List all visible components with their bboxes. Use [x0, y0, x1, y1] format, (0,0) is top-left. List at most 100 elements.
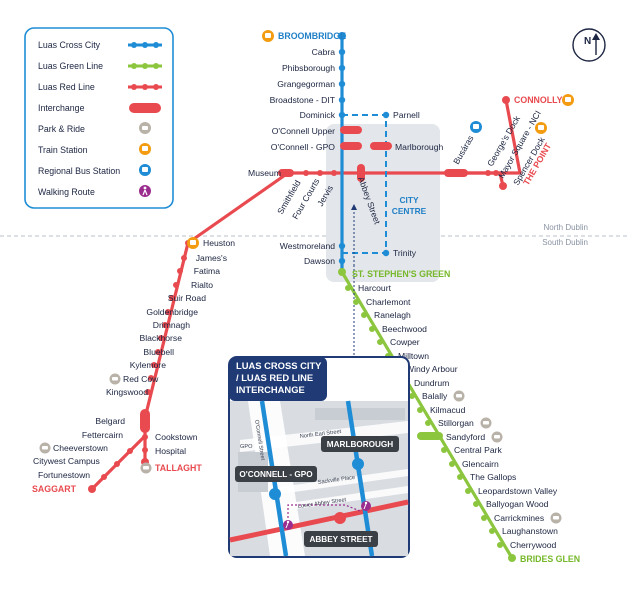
stop-suir-road[interactable]: Suir Road	[168, 293, 206, 303]
stop-milltown[interactable]: Milltown	[398, 351, 429, 361]
train-icon	[187, 237, 199, 249]
stop-glencairn[interactable]: Glencairn	[462, 459, 499, 469]
interchange-inset: LUAS CROSS CITY / LUAS RED LINE INTERCHA…	[228, 356, 410, 558]
stop-dundrum[interactable]: Dundrum	[414, 378, 449, 388]
stop-sandyford[interactable]: Sandyford	[446, 432, 485, 442]
stop-cheeverstown[interactable]: Cheeverstown	[53, 443, 108, 453]
bus-icon	[470, 121, 482, 133]
stop-fortunestown[interactable]: Fortunestown	[38, 470, 90, 480]
cross-city-northbound	[342, 114, 387, 254]
stop-windy-arbour[interactable]: Windy Arbour	[406, 364, 458, 374]
stop-harcourt[interactable]: Harcourt	[358, 283, 392, 293]
stop-leopardstown-valley[interactable]: Leopardstown Valley	[478, 486, 558, 496]
inset-title-1: LUAS CROSS CITY	[236, 360, 322, 371]
stop-grangegorman[interactable]: Grangegorman	[277, 79, 335, 89]
stop-bluebell[interactable]: Bluebell	[143, 347, 174, 357]
stop-goldenbridge[interactable]: Goldenbridge	[146, 307, 198, 317]
stop-fettercairn[interactable]: Fettercairn	[82, 430, 123, 440]
stop-dominick[interactable]: Dominick	[300, 110, 336, 120]
stop-cabra[interactable]: Cabra	[312, 47, 336, 57]
legend-label-park-ride: Park & Ride	[38, 124, 85, 134]
stop-brides-glen[interactable]: BRIDES GLEN	[520, 554, 580, 564]
stop-central-park[interactable]: Central Park	[454, 445, 502, 455]
stop-heuston[interactable]: Heuston	[203, 238, 235, 248]
stop-ranelagh[interactable]: Ranelagh	[374, 310, 411, 320]
stop-cookstown[interactable]: Cookstown	[155, 432, 198, 442]
stop-charlemont[interactable]: Charlemont	[366, 297, 411, 307]
legend: Luas Cross City Luas Green Line Luas Red…	[24, 27, 174, 209]
stop-red-cow[interactable]: Red Cow	[123, 374, 159, 384]
stop-drimnagh[interactable]: Drimnagh	[153, 320, 190, 330]
walk-icon	[139, 185, 151, 197]
car-icon	[109, 373, 121, 385]
stop-belgard[interactable]: Belgard	[95, 416, 125, 426]
green-line-labels: Harcourt Charlemont Ranelagh Beechwood C…	[358, 283, 558, 550]
north-dublin-label: North Dublin	[544, 223, 588, 232]
stop-tallaght[interactable]: TALLAGHT	[155, 463, 202, 473]
stop-citywest[interactable]: Citywest Campus	[33, 456, 100, 466]
car-icon	[139, 122, 151, 134]
stop-kylemore[interactable]: Kylemore	[130, 360, 167, 370]
stop-museum[interactable]: Museum	[248, 168, 281, 178]
walk-icon	[283, 520, 293, 530]
stop-broadstone[interactable]: Broadstone - DIT	[270, 95, 336, 105]
stop-ballyogan-wood[interactable]: Ballyogan Wood	[486, 499, 549, 509]
stop-kilmacud[interactable]: Kilmacud	[430, 405, 466, 415]
stop-fatima[interactable]: Fatima	[194, 266, 220, 276]
inset-abbey-marker	[334, 512, 346, 524]
stop-phibsborough[interactable]: Phibsborough	[282, 63, 335, 73]
stop-hospital[interactable]: Hospital	[155, 446, 186, 456]
train-icon	[535, 122, 547, 134]
stop-stillorgan[interactable]: Stillorgan	[438, 418, 474, 428]
inset-tag-abbey-street: ABBEY STREET	[309, 535, 372, 544]
stop-broombridge[interactable]: BROOMBRIDGE	[278, 31, 346, 41]
stop-cherrywood[interactable]: Cherrywood	[510, 540, 557, 550]
cross-city-stop-dots	[338, 32, 390, 265]
stop-blackhorse[interactable]: Blackhorse	[139, 333, 182, 343]
south-dublin-label: South Dublin	[542, 238, 588, 247]
stop-cowper[interactable]: Cowper	[390, 337, 420, 347]
stop-busaras[interactable]: Busáras	[451, 134, 475, 166]
stop-marlborough[interactable]: Marlborough	[395, 142, 443, 152]
inset-title-2: / LUAS RED LINE	[236, 372, 313, 383]
legend-label-bus-station: Regional Bus Station	[38, 166, 120, 176]
stop-parnell[interactable]: Parnell	[393, 110, 420, 120]
car-icon	[550, 512, 562, 524]
stop-kingswood[interactable]: Kingswood	[106, 387, 148, 397]
stop-st-stephens-green[interactable]: ST. STEPHEN'S GREEN	[352, 269, 450, 279]
stop-connolly[interactable]: CONNOLLY	[514, 95, 563, 105]
stop-the-gallops[interactable]: The Gallops	[470, 472, 516, 482]
legend-label-red-line: Luas Red Line	[38, 82, 95, 92]
stop-balally[interactable]: Balally	[422, 391, 448, 401]
inset-tag-oconnell-gpo: O'CONNELL - GPO	[239, 470, 313, 479]
stop-laughanstown[interactable]: Laughanstown	[502, 526, 558, 536]
stop-dawson[interactable]: Dawson	[304, 256, 335, 266]
inset-street-north-earl: North Earl Street	[300, 429, 343, 440]
inset-marlborough-marker	[352, 458, 364, 470]
stop-westmoreland[interactable]: Westmoreland	[280, 241, 335, 251]
city-label: CITY	[399, 195, 418, 205]
stop-oconnell-gpo[interactable]: O'Connell - GPO	[271, 142, 336, 152]
stop-carrickmines[interactable]: Carrickmines	[494, 513, 544, 523]
inset-street-gpo: GPO	[240, 444, 253, 450]
interchange-markers	[140, 126, 468, 440]
stop-oconnell-upper[interactable]: O'Connell Upper	[272, 126, 335, 136]
green-line	[340, 270, 514, 560]
inset-header	[229, 357, 327, 401]
centre-label: CENTRE	[392, 206, 427, 216]
bus-icon	[139, 164, 151, 176]
interchange-icon	[129, 103, 161, 113]
inset-tag-marlborough: MARLBOROUGH	[327, 440, 393, 449]
legend-label-cross-city: Luas Cross City	[38, 40, 101, 50]
blue-line-icon	[128, 42, 162, 48]
stop-rialto[interactable]: Rialto	[191, 280, 213, 290]
stop-trinity[interactable]: Trinity	[393, 248, 417, 258]
inset-oconnell-marker	[269, 488, 281, 500]
stop-beechwood[interactable]: Beechwood	[382, 324, 427, 334]
car-icon	[140, 462, 152, 474]
legend-label-green-line: Luas Green Line	[38, 61, 103, 71]
car-icon	[39, 442, 51, 454]
stop-saggart[interactable]: SAGGART	[32, 484, 77, 494]
stop-james[interactable]: James's	[196, 253, 227, 263]
